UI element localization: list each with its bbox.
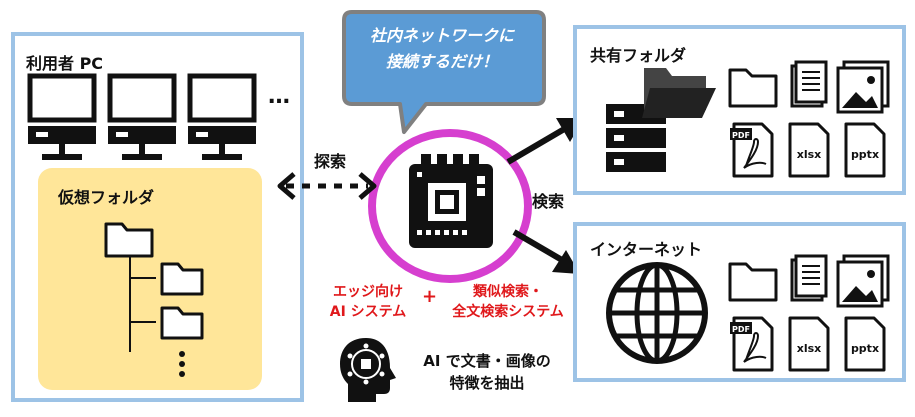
virtual-folder-label: 仮想フォルダ [58, 188, 155, 207]
pdf-file-icon: PDF [730, 316, 774, 372]
server-with-folder-icon [606, 68, 716, 172]
xlsx-file-icon: xlsx [788, 316, 830, 372]
edge-device [368, 129, 532, 283]
pdf-tag: PDF [732, 131, 750, 140]
pc-icon [27, 73, 97, 160]
file-icons-top: PDF xlsx pptx [728, 60, 890, 178]
folder-icon [104, 222, 154, 258]
document-icon [790, 254, 828, 302]
pptx-file-icon: pptx [844, 316, 886, 372]
pptx-file-icon: pptx [844, 122, 886, 178]
bubble-line1: 社内ネットワークに [369, 26, 514, 45]
pdf-tag: PDF [732, 325, 750, 334]
internet-title: インターネット [590, 240, 703, 259]
speech-bubble [342, 10, 546, 134]
search-label: 検索 [532, 192, 565, 211]
pc-icon [187, 73, 257, 160]
pdf-file-icon: PDF [730, 122, 774, 178]
folder-icon [160, 306, 204, 340]
bubble-line2: 接続するだけ！ [385, 52, 498, 71]
device-ring [368, 129, 532, 283]
pc-more-ellipsis: … [268, 84, 290, 109]
folder-icon [728, 68, 778, 108]
explore-label: 探索 [314, 152, 347, 171]
ai-head-icon [340, 338, 396, 402]
file-icons-bottom: PDF xlsx pptx [728, 254, 890, 372]
similar-search-label: 類似検索・ 全文検索システム [452, 284, 564, 320]
chip-board-icon [409, 154, 493, 248]
xlsx-tag: xlsx [797, 148, 822, 161]
shared-folder-title: 共有フォルダ [590, 46, 687, 65]
more-dots-icon [179, 351, 185, 377]
image-icon [836, 254, 890, 308]
image-icon [836, 60, 890, 114]
xlsx-file-icon: xlsx [788, 122, 830, 178]
globe-icon [606, 262, 708, 364]
folder-icon [160, 262, 204, 296]
pptx-tag: pptx [851, 342, 879, 355]
pc-icon [107, 73, 177, 160]
document-icon [790, 60, 828, 108]
folder-tree [104, 222, 204, 377]
pptx-tag: pptx [851, 148, 879, 161]
ai-feature-text: AI で文書・画像の 特徴を抽出 [423, 352, 551, 392]
plus-sign: + [422, 286, 438, 307]
bubble-text: 社内ネットワークに 接続するだけ！ [348, 23, 536, 75]
user-pc-title: 利用者 PC [26, 54, 104, 73]
folder-icon [728, 262, 778, 302]
explore-arrow [277, 172, 377, 200]
xlsx-tag: xlsx [797, 342, 822, 355]
edge-ai-label: エッジ向け AI システム [329, 284, 407, 320]
pc-group [27, 73, 257, 160]
